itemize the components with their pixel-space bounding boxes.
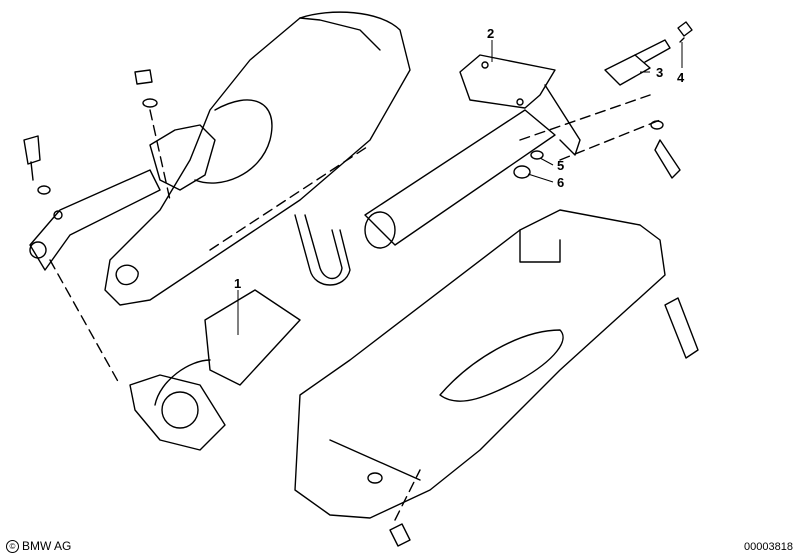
copyright-footer: © BMW AG [6,539,71,553]
lower-column-shroud [294,209,666,519]
callout-3: 3 [656,65,663,80]
left-bracket-arm [29,169,161,271]
screw-part-4 [677,21,693,43]
diagram-number: 00003818 [744,541,793,553]
screw-bottom [389,523,411,547]
callout-6: 6 [557,175,564,190]
bolt-lower-right [664,297,699,359]
steering-sleeve [129,289,301,451]
mounting-bracket [459,54,581,156]
nut-top-left [134,69,158,108]
pin-part-3 [604,39,671,86]
clip-part-5 [530,150,544,160]
central-tube [364,109,556,249]
grommet-part-6 [513,165,531,179]
bolt-right [650,120,681,179]
callout-1: 1 [234,276,241,291]
assembly-lines [49,94,661,521]
brand-label: BMW AG [22,539,72,553]
callout-4: 4 [677,70,685,85]
callout-5: 5 [557,158,564,173]
callout-2: 2 [487,26,494,41]
u-bolt [294,214,351,286]
bolt-left [23,135,51,195]
upper-column-shroud [104,11,411,306]
copyright-symbol: © [6,539,19,553]
